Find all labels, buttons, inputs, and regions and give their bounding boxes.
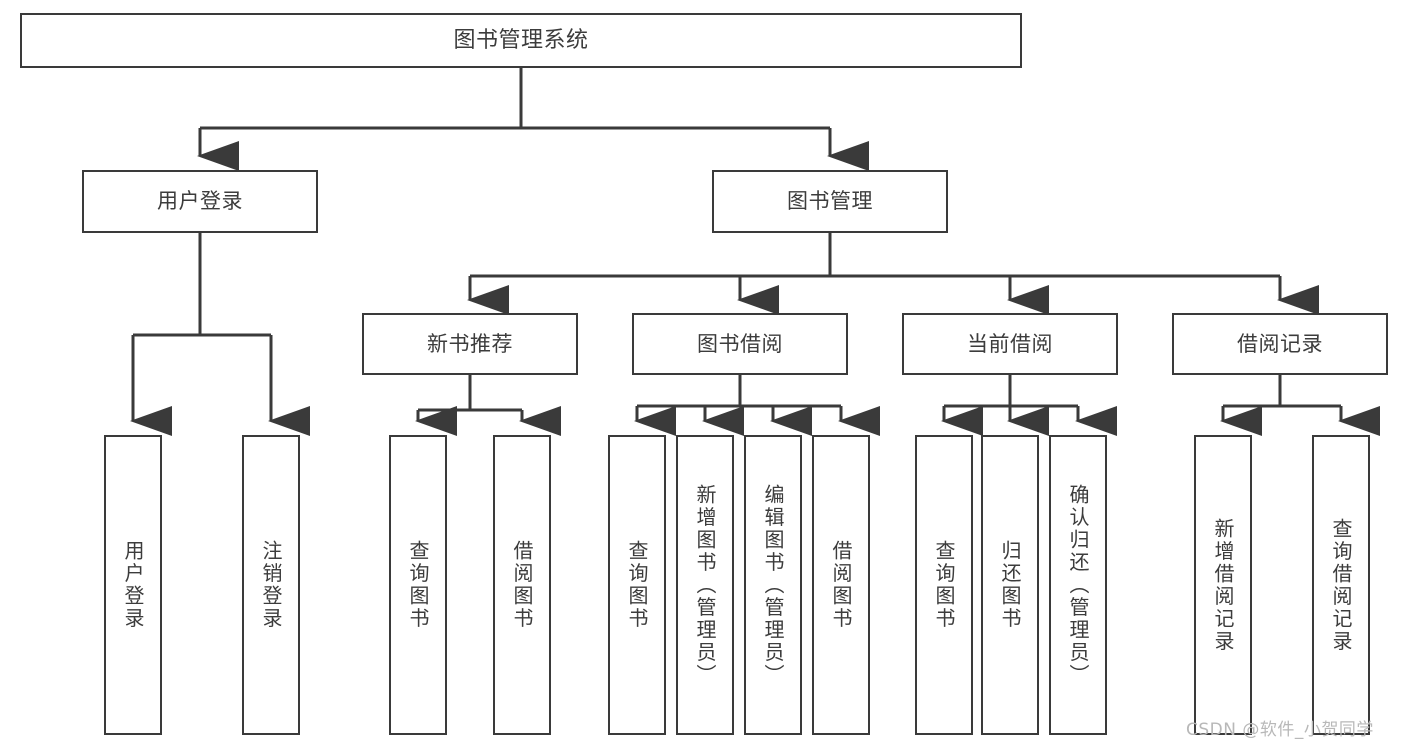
leaf-confirm-return-admin[interactable]: 确认归还（管理员）: [1049, 435, 1107, 735]
leaf-return-book[interactable]: 归还图书: [981, 435, 1039, 735]
node-label: 查询图书: [625, 540, 649, 630]
node-label: 图书管理系统: [453, 27, 589, 53]
node-label: 新书推荐: [427, 331, 513, 356]
leaf-query-book-borrow[interactable]: 查询图书: [608, 435, 666, 735]
watermark: CSDN @软件_小贺同学: [1186, 720, 1374, 740]
node-label: 借阅图书: [510, 540, 534, 630]
node-current-borrow[interactable]: 当前借阅: [902, 313, 1118, 375]
node-label: 借阅图书: [829, 540, 853, 630]
node-label: 归还图书: [998, 540, 1022, 630]
node-label: 用户登录: [157, 189, 243, 214]
leaf-logout[interactable]: 注销登录: [242, 435, 300, 735]
leaf-add-book-admin[interactable]: 新增图书（管理员）: [676, 435, 734, 735]
leaf-edit-book-admin[interactable]: 编辑图书（管理员）: [744, 435, 802, 735]
node-book-borrow[interactable]: 图书借阅: [632, 313, 848, 375]
leaf-query-borrow-record[interactable]: 查询借阅记录: [1312, 435, 1370, 735]
leaf-user-login[interactable]: 用户登录: [104, 435, 162, 735]
leaf-add-borrow-record[interactable]: 新增借阅记录: [1194, 435, 1252, 735]
leaf-query-book-recommend[interactable]: 查询图书: [389, 435, 447, 735]
node-new-book-recommend[interactable]: 新书推荐: [362, 313, 578, 375]
node-label: 注销登录: [259, 540, 283, 630]
node-label: 查询图书: [932, 540, 956, 630]
node-label: 查询借阅记录: [1329, 517, 1353, 653]
node-book-management[interactable]: 图书管理: [712, 170, 948, 233]
node-label: 新增借阅记录: [1211, 517, 1235, 653]
node-label: 确认归还（管理员）: [1066, 483, 1090, 687]
node-user-login[interactable]: 用户登录: [82, 170, 318, 233]
node-root-system[interactable]: 图书管理系统: [20, 13, 1022, 68]
leaf-borrow-book-recommend[interactable]: 借阅图书: [493, 435, 551, 735]
node-label: 新增图书（管理员）: [693, 483, 717, 687]
leaf-borrow-book[interactable]: 借阅图书: [812, 435, 870, 735]
node-label: 查询图书: [406, 540, 430, 630]
node-label: 用户登录: [121, 540, 145, 630]
node-borrow-record[interactable]: 借阅记录: [1172, 313, 1388, 375]
node-label: 当前借阅: [967, 331, 1053, 356]
node-label: 图书管理: [787, 189, 873, 214]
node-label: 编辑图书（管理员）: [761, 483, 785, 687]
leaf-query-book-current[interactable]: 查询图书: [915, 435, 973, 735]
node-label: 借阅记录: [1237, 331, 1323, 356]
node-label: 图书借阅: [697, 331, 783, 356]
